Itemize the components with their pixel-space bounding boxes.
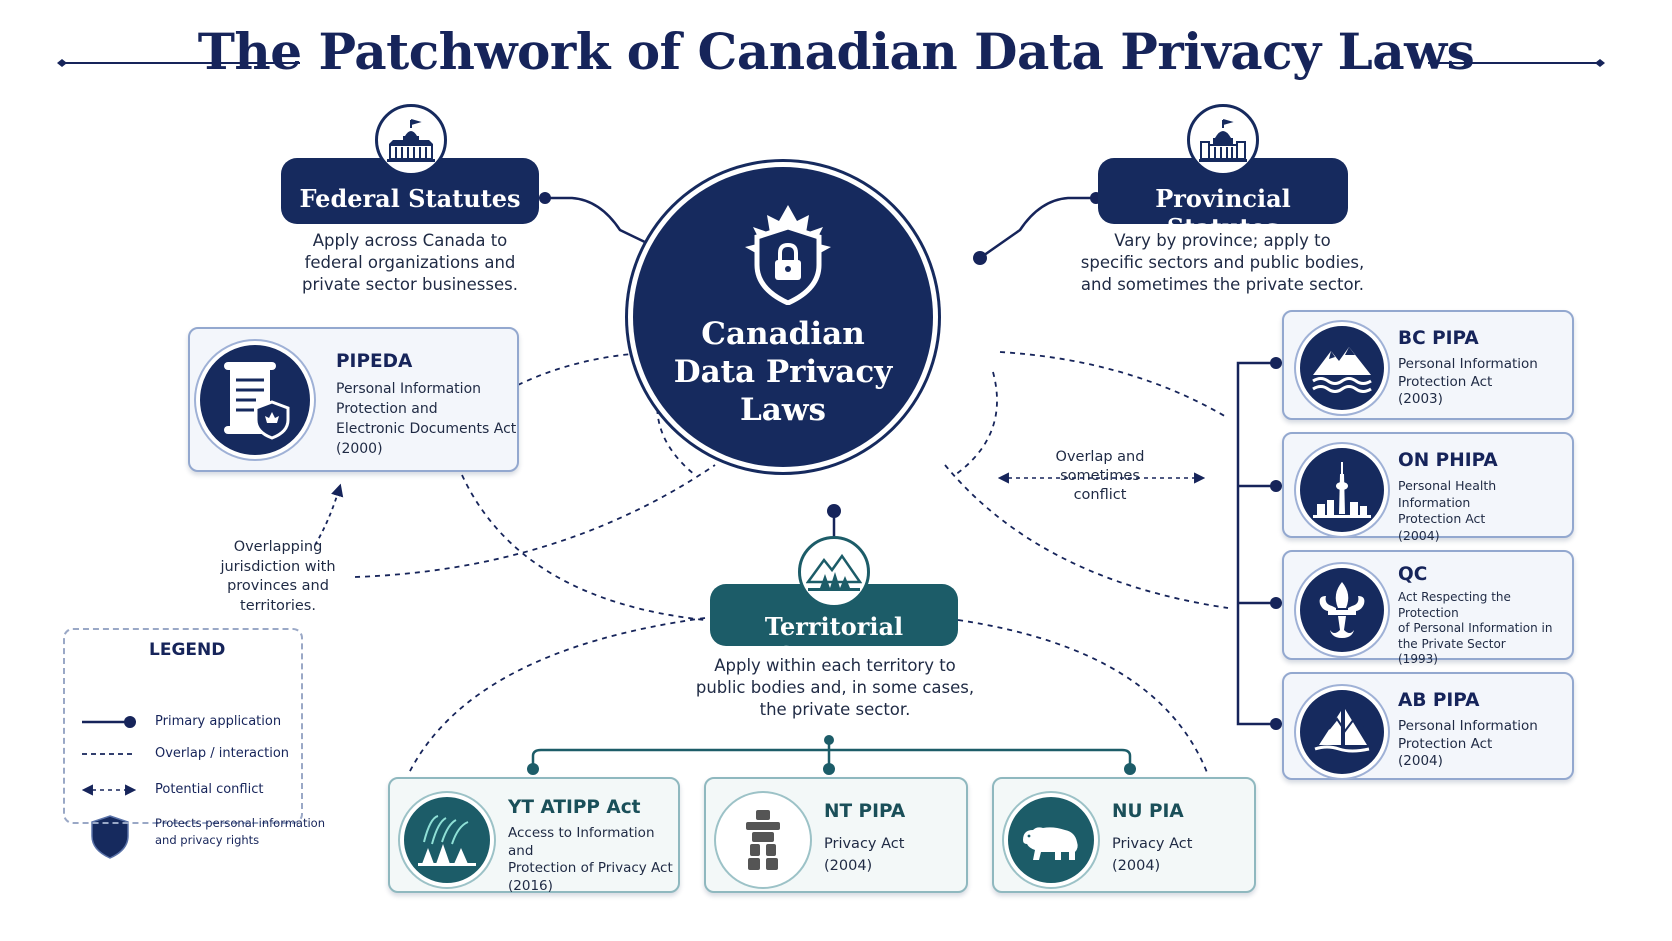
legend-item-conflict: Potential conflict xyxy=(155,782,264,797)
overlapping-jurisdiction-note: Overlapping jurisdiction with provinces … xyxy=(220,539,336,614)
provincial-description: Vary by province; apply to specific sect… xyxy=(1080,231,1365,294)
overlap-center-right-arc xyxy=(954,371,998,476)
legend-item-overlap: Overlap / interaction xyxy=(155,746,290,761)
overlap-center-qc xyxy=(944,464,1229,609)
province-card-on: ON PHIPA Personal Health Information Pro… xyxy=(1282,432,1574,543)
yt-atipp-details: Access to Information and Protection of … xyxy=(508,825,673,894)
provincial-bracket xyxy=(1236,361,1276,726)
province-card-bc: BC PIPA Personal Information Protection … xyxy=(1282,310,1574,420)
pipeda-details: Personal Information Protection and Elec… xyxy=(336,381,517,457)
overlap-territorial-nu xyxy=(957,619,1209,776)
legislature-building-icon xyxy=(1187,104,1259,176)
qc-act-details: Act Respecting the Protection of Persona… xyxy=(1398,590,1553,666)
overlap-jurisdiction-arrow xyxy=(314,483,344,546)
page-title: The Patchwork of Canadian Data Privacy L… xyxy=(197,22,1475,81)
ab-pipa-details: Personal Information Protection Act (200… xyxy=(1398,718,1538,769)
mountains-trees-icon xyxy=(798,536,870,608)
overlap-center-bc xyxy=(999,351,1229,419)
territory-card-nt: NT PIPA Privacy Act (2004) xyxy=(704,777,968,893)
parliament-building-icon xyxy=(375,104,447,176)
bc-pipa-details: Personal Information Protection Act (200… xyxy=(1398,356,1538,407)
legend-title: LEGEND xyxy=(149,640,226,660)
aurora-trees-icon xyxy=(400,793,494,887)
maple-shield-lock-icon xyxy=(745,205,831,305)
federal-description: Apply across Canada to federal organizat… xyxy=(302,231,518,294)
territory-card-nu: NU PIA Privacy Act (2004) xyxy=(992,777,1256,893)
pipeda-card: PIPEDA Personal Information Protection a… xyxy=(188,327,519,472)
fleur-de-lis-icon xyxy=(1296,564,1388,656)
overlap-territorial-yt xyxy=(407,617,706,776)
overlap-pipeda-center xyxy=(517,351,661,386)
province-card-qc: QC Act Respecting the Protection of Pers… xyxy=(1282,550,1574,666)
territory-card-yt: YT ATIPP Act Access to Information and P… xyxy=(388,777,680,894)
inukshuk-icon xyxy=(716,793,810,887)
province-card-ab: AB PIPA Personal Information Protection … xyxy=(1282,672,1574,780)
territorial-description: Apply within each territory to public bo… xyxy=(695,656,975,719)
federal-statutes-label: Federal Statutes xyxy=(281,158,539,224)
legend-shield-icon xyxy=(91,815,129,859)
on-phipa-details: Personal Health Information Protection A… xyxy=(1398,478,1497,543)
legend-item-primary: Primary application xyxy=(155,714,282,729)
nt-pipa-details: Privacy Act (2004) xyxy=(824,836,905,874)
legend-item-protects: Protects personal information and privac… xyxy=(155,816,325,847)
center-title: Canadian Data Privacy Laws xyxy=(673,316,893,428)
nu-pia-details: Privacy Act (2004) xyxy=(1112,836,1193,874)
overlap-conflict-note: Overlap and sometimes conflict xyxy=(1055,449,1145,503)
provincial-connector xyxy=(979,196,1096,260)
overlap-pipeda-territorial xyxy=(461,474,706,621)
mountains-water-icon xyxy=(1296,322,1388,414)
scroll-shield-icon xyxy=(196,341,314,459)
federal-connector xyxy=(545,196,679,260)
overlap-note-center xyxy=(354,464,716,578)
polar-bear-icon xyxy=(1004,793,1098,887)
sailboat-icon xyxy=(1296,686,1388,778)
legend: LEGEND xyxy=(63,628,303,824)
cn-tower-icon xyxy=(1296,444,1388,536)
center-hub: Canadian Data Privacy Laws xyxy=(633,167,933,467)
